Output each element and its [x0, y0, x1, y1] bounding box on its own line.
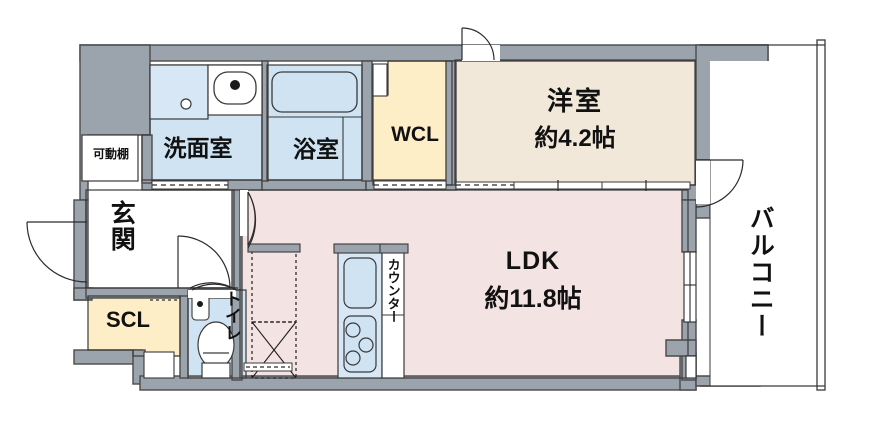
outline-wcl [372, 60, 453, 186]
label-ldk-area: 約11.8帖 [484, 285, 582, 313]
balcony-rail [816, 39, 826, 391]
fill-scl [88, 295, 180, 357]
label-scl: SCL [106, 307, 150, 332]
balcony-area [700, 39, 826, 391]
toilet-bowl [197, 321, 235, 379]
door-entrance [26, 200, 88, 288]
label-genkan: 玄関 [107, 200, 136, 252]
sliding-doors-yoshitsu-ldk [455, 180, 691, 191]
label-counter: カウンター [385, 258, 401, 323]
label-balcony: バルコニー [746, 205, 775, 340]
door-hall-ldk [240, 190, 257, 249]
wall-yokushitsu-bottom [261, 179, 367, 191]
wall-right-ldk-step [665, 339, 697, 357]
gas-stove-3-burner [343, 315, 377, 373]
door-yoshitsu-top [461, 27, 500, 61]
label-senmenshitsu: 洗面室 [163, 135, 233, 161]
wall-toilet-left [179, 295, 189, 379]
door-toilet [188, 282, 238, 298]
kitchen-sink [343, 257, 377, 309]
wall-yokushitsu-wcl [361, 60, 373, 182]
window-ldk-balcony [683, 251, 697, 323]
label-toilet: トイレ [221, 290, 241, 341]
outline-scl [87, 295, 181, 357]
fill-wcl [373, 60, 452, 185]
bathtub [267, 71, 362, 180]
windows [143, 251, 697, 379]
outline-yokushitsu [266, 64, 363, 181]
window-ldk-small [685, 355, 697, 379]
wall-right-ldk [681, 199, 697, 253]
wall-top [79, 44, 701, 62]
wcl-vent-box [372, 63, 388, 97]
door-yoshitsu-balcony [695, 159, 744, 208]
window-bottom-left [143, 351, 175, 379]
kadanadana-box [81, 134, 139, 182]
sliding-door-wcl [373, 180, 447, 190]
kitchen-unit [333, 243, 409, 379]
washing-machine-space [149, 64, 209, 120]
sliding-door-senmen [151, 180, 229, 190]
fill-genkan [86, 190, 240, 288]
vanity-sink [207, 64, 263, 116]
doors [26, 27, 744, 372]
ldk-floor-dashes [243, 362, 293, 372]
label-yoshitsu: 洋室 [546, 86, 603, 116]
fill-yoshitsu [455, 60, 695, 185]
fill-ldk [240, 190, 688, 378]
label-yoshitsu-area: 約4.2帖 [534, 125, 616, 152]
door-genkan-inner [177, 235, 231, 289]
fixtures [149, 63, 409, 379]
wall-left-bottom [73, 349, 143, 365]
balcony-floor [710, 61, 820, 386]
label-ldk: LDK [505, 247, 561, 275]
label-yokushitsu: 浴室 [293, 136, 339, 162]
label-wcl: WCL [391, 123, 439, 146]
label-kadanadana: 可動棚 [92, 147, 129, 161]
